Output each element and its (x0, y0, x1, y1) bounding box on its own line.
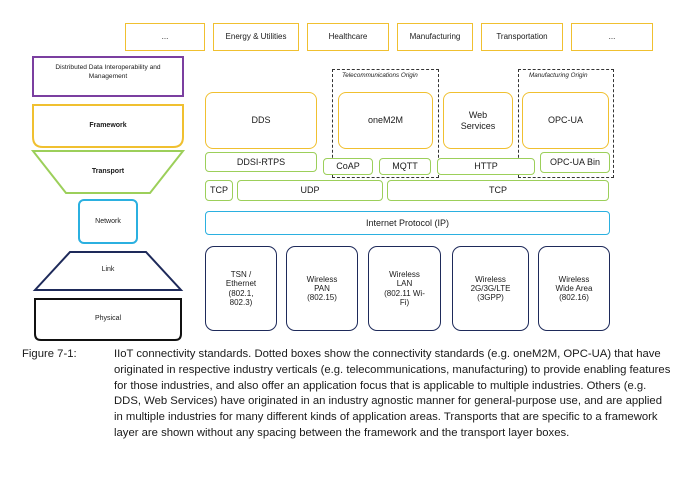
network-label: Network (95, 218, 121, 225)
transport-tcp-left: TCP (205, 180, 233, 201)
vertical-healthcare: Healthcare (307, 23, 389, 51)
vertical-transportation: Transportation (481, 23, 563, 51)
transport-label: Transport (91, 168, 125, 175)
link-tsn-ethernet-detail: (802.1, 802.3) (228, 288, 254, 307)
vertical-manufacturing: Manufacturing (397, 23, 473, 51)
link-wireless-pan: Wireless PAN (802.15) (286, 246, 358, 331)
link-wireless-wide-area-title: Wireless Wide Area (555, 274, 593, 293)
transport-ddsi-rtps: DDSI-RTPS (205, 152, 317, 172)
distributed-data-label: Distributed Data Interoperability and Ma… (55, 64, 161, 80)
link-tsn-ethernet-title: TSN / Ethernet (225, 270, 257, 289)
link-wireless-lan-detail: (802.11 Wi-Fi) (384, 288, 425, 307)
framework-onem2m: oneM2M (338, 92, 433, 149)
transport-udp: UDP (237, 180, 383, 201)
network-shape (78, 199, 138, 244)
transport-http: HTTP (437, 158, 535, 175)
telecom-origin-box (332, 69, 439, 178)
figure-caption: Figure 7-1: IIoT connectivity standards.… (22, 347, 672, 442)
link-wireless-lan: Wireless LAN (802.11 Wi-Fi) (368, 246, 441, 331)
physical-label: Physical (94, 315, 122, 322)
transport-tcp-right: TCP (387, 180, 609, 201)
protocol-stack-diagram (30, 56, 186, 341)
figure-number: Figure 7-1: (22, 348, 77, 360)
link-wireless-pan-title: Wireless PAN (306, 274, 338, 293)
framework-web-services: Web Services (443, 92, 513, 149)
distributed-data-box (32, 56, 184, 97)
transport-mqtt: MQTT (379, 158, 431, 175)
transport-coap: CoAP (323, 158, 373, 175)
link-label: Link (101, 266, 115, 273)
vertical-ellipsis-left: ... (125, 23, 205, 51)
transport-shape (30, 150, 186, 194)
transport-opc-ua-bin: OPC-UA Bin (540, 152, 610, 173)
framework-shape (32, 104, 184, 148)
link-wireless-wide-area-detail: (802.16) (559, 293, 589, 303)
vertical-energy-utilities: Energy & Utilities (213, 23, 299, 51)
framework-dds: DDS (205, 92, 317, 149)
link-wireless-cellular: Wireless 2G/3G/LTE (3GPP) (452, 246, 529, 331)
figure-caption-text: IIoT connectivity standards. Dotted boxe… (114, 348, 671, 439)
framework-opc-ua: OPC-UA (522, 92, 609, 149)
link-shape (32, 251, 184, 291)
framework-label: Framework (89, 122, 127, 129)
network-ip: Internet Protocol (IP) (205, 211, 610, 235)
link-wireless-cellular-title: Wireless 2G/3G/LTE (470, 274, 511, 293)
telecom-origin-label: Telecommunications Origin (340, 72, 420, 79)
physical-shape (34, 298, 182, 341)
manufacturing-origin-label: Manufacturing Origin (527, 72, 590, 79)
link-wireless-lan-title: Wireless LAN (389, 270, 420, 289)
link-tsn-ethernet: TSN / Ethernet (802.1, 802.3) (205, 246, 277, 331)
vertical-ellipsis-right: ... (571, 23, 653, 51)
link-wireless-pan-detail: (802.15) (307, 293, 337, 303)
manufacturing-origin-box (518, 69, 614, 178)
link-wireless-wide-area: Wireless Wide Area (802.16) (538, 246, 610, 331)
link-wireless-cellular-detail: (3GPP) (477, 293, 504, 303)
